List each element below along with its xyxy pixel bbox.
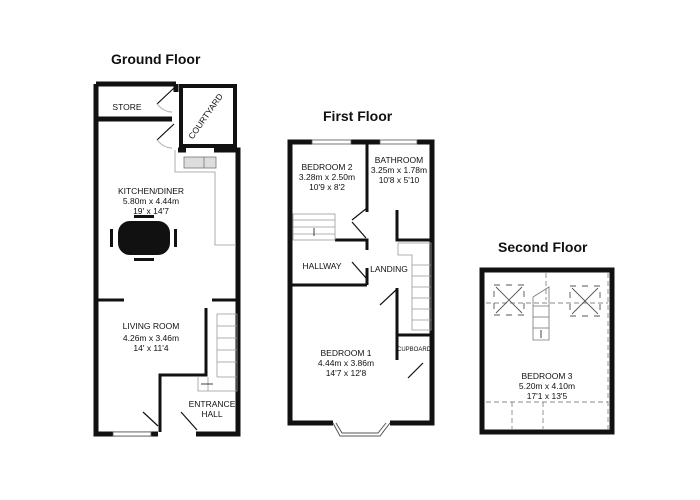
hallway-label: HALLWAY	[302, 261, 341, 271]
bedroom2-metric: 3.28m x 2.50m	[299, 172, 355, 182]
cupboard-label: CUPBOARD	[397, 347, 432, 353]
entrance-label: ENTRANCE	[189, 399, 236, 409]
bedroom1-metric: 4.44m x 3.86m	[318, 358, 374, 368]
ground-staircase	[197, 313, 238, 392]
ground-floor-title: Ground Floor	[111, 51, 201, 67]
skylight-icon	[569, 285, 601, 317]
window	[112, 431, 152, 437]
second-staircase	[532, 286, 550, 341]
bedroom2-imperial: 10'9 x 8'2	[309, 182, 345, 192]
bay-window	[332, 422, 391, 437]
second-floor-plan: BEDROOM 3 5.20m x 4.10m 17'1 x 13'5	[479, 267, 615, 435]
store-label: STORE	[112, 102, 141, 112]
bathroom-metric: 3.25m x 1.78m	[371, 165, 427, 175]
entrance-label-2: HALL	[201, 409, 223, 419]
bedroom2-label: BEDROOM 2	[301, 162, 352, 172]
ground-doors	[142, 87, 198, 431]
kitchen-label: KITCHEN/DINER	[118, 186, 184, 196]
first-labels: BEDROOM 2 3.28m x 2.50m 10'9 x 8'2 BATHR…	[299, 155, 432, 378]
bedroom1-imperial: 14'7 x 12'8	[326, 368, 367, 378]
second-floor-title: Second Floor	[498, 239, 588, 255]
courtyard-label: COURTYARD	[186, 92, 225, 141]
dining-table-icon	[110, 215, 177, 261]
first-floor-plan	[287, 139, 435, 426]
bedroom3-imperial: 17'1 x 13'5	[527, 391, 568, 401]
bathroom-label: BATHROOM	[375, 155, 423, 165]
first-doors	[351, 207, 424, 379]
bathroom-imperial: 10'8 x 5'10	[379, 175, 420, 185]
skylight-icon	[493, 284, 525, 316]
bedroom3-label: BEDROOM 3	[521, 371, 572, 381]
bedroom1-label: BEDROOM 1	[320, 348, 371, 358]
kitchen-imperial: 19' x 14'7	[133, 206, 169, 216]
ground-floor-plan	[93, 81, 241, 437]
living-metric: 4.26m x 3.46m	[123, 333, 179, 343]
living-label: LIVING ROOM	[123, 321, 180, 331]
kitchen-counter	[174, 150, 236, 246]
bedroom3-metric: 5.20m x 4.10m	[519, 381, 575, 391]
first-staircase	[292, 213, 432, 331]
landing-label: LANDING	[370, 264, 408, 274]
kitchen-metric: 5.80m x 4.44m	[123, 196, 179, 206]
first-windows	[311, 139, 418, 145]
living-imperial: 14' x 11'4	[133, 343, 168, 353]
first-floor-title: First Floor	[323, 108, 393, 124]
